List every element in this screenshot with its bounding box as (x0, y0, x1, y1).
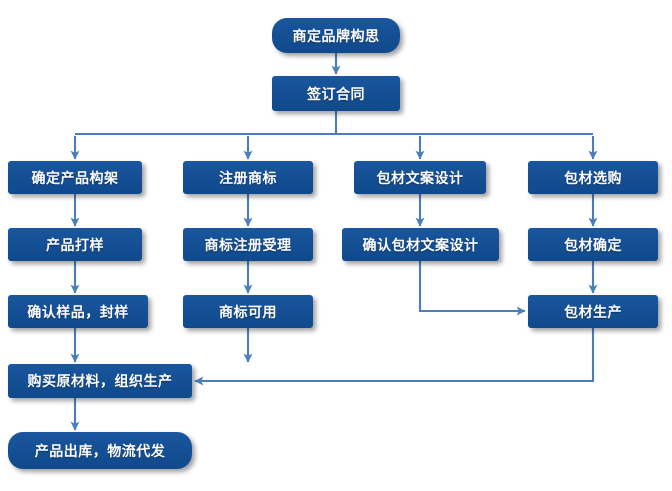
node-packaging-copy-design[interactable]: 包材文案设计 (354, 161, 486, 194)
node-label: 购买原材料，组织生产 (27, 373, 173, 389)
node-label: 包材选购 (564, 169, 622, 186)
node-label: 注册商标 (219, 169, 277, 186)
node-label: 商标可用 (219, 303, 277, 320)
node-label: 确认样品，封样 (27, 303, 129, 320)
node-packaging-confirmed[interactable]: 包材确定 (528, 228, 658, 261)
node-trademark-filing-accepted[interactable]: 商标注册受理 (183, 228, 313, 261)
node-product-shipment-logistics[interactable]: 产品出库，物流代发 (8, 432, 192, 469)
node-label: 确认包材文案设计 (362, 236, 479, 253)
edge-group-arrows (70, 53, 598, 431)
node-label: 产品打样 (46, 236, 104, 253)
node-trademark-available[interactable]: 商标可用 (183, 295, 313, 328)
node-label: 确定产品构架 (31, 169, 119, 186)
node-label: 签订合同 (307, 85, 365, 102)
node-label: 包材文案设计 (376, 169, 464, 186)
edge-n9-n13 (418, 261, 526, 316)
node-label: 产品出库，物流代发 (34, 442, 166, 459)
node-confirm-packaging-copy-design[interactable]: 确认包材文案设计 (342, 228, 499, 261)
node-sign-contract[interactable]: 签订合同 (272, 76, 400, 111)
node-product-sample[interactable]: 产品打样 (8, 228, 142, 261)
node-label: 包材确定 (564, 236, 622, 253)
edge-n13-n14 (194, 328, 595, 386)
node-packaging-production[interactable]: 包材生产 (528, 295, 658, 328)
node-packaging-purchase[interactable]: 包材选购 (528, 161, 658, 194)
node-define-product-framework[interactable]: 确定产品构架 (8, 161, 142, 194)
node-label: 商标注册受理 (204, 236, 292, 253)
node-brand-concept[interactable]: 商定品牌构思 (272, 18, 400, 53)
node-register-trademark[interactable]: 注册商标 (183, 161, 313, 194)
node-confirm-sample-seal[interactable]: 确认样品，封样 (8, 295, 148, 328)
node-label: 商定品牌构思 (292, 27, 380, 44)
node-buy-materials-organize-production[interactable]: 购买原材料，组织生产 (8, 364, 192, 398)
node-label: 包材生产 (564, 303, 622, 320)
